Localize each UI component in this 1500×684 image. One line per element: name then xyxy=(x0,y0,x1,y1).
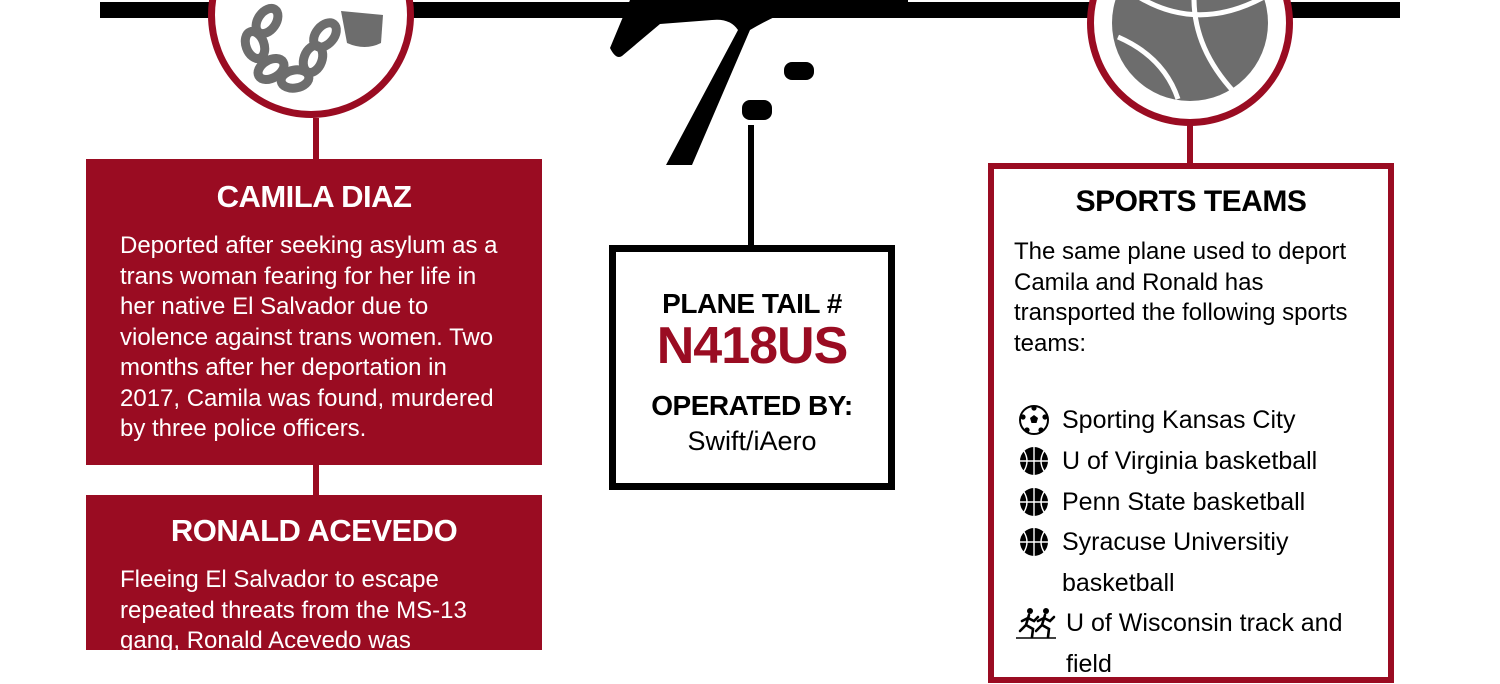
plane-info-box: PLANE TAIL # N418US OPERATED BY: Swift/i… xyxy=(609,245,895,490)
team-label: Syracuse Universitiy basketball xyxy=(1062,528,1289,597)
basketball-icon xyxy=(1020,447,1048,475)
basketball-icon xyxy=(1020,528,1048,556)
camila-card: CAMILA DIAZ Deported after seeking asylu… xyxy=(86,159,542,465)
sports-intro: The same plane used to deport Camila and… xyxy=(1014,238,1348,357)
connector-line xyxy=(748,125,754,247)
connector-line xyxy=(313,465,319,495)
connector-line xyxy=(1187,124,1193,164)
card-title: CAMILA DIAZ xyxy=(216,179,412,214)
list-item: Syracuse Universitiy basketball xyxy=(1016,522,1352,603)
sports-title: SPORTS TEAMS xyxy=(1075,185,1307,218)
basketball-icon xyxy=(1020,488,1048,516)
airplane-icon xyxy=(610,0,908,165)
basketball-icon xyxy=(1112,0,1268,101)
sports-teams-box: SPORTS TEAMS The same plane used to depo… xyxy=(988,163,1394,683)
soccer-ball-icon xyxy=(1019,405,1049,435)
team-label: Sporting Kansas City xyxy=(1062,406,1296,434)
operator-name: Swift/iAero xyxy=(687,426,817,456)
list-item: Sporting Kansas City xyxy=(1016,400,1352,441)
team-label: Penn State basketball xyxy=(1062,488,1306,516)
list-item: Penn State basketball xyxy=(1016,482,1352,523)
ronald-card: RONALD ACEVEDO Fleeing El Salvador to es… xyxy=(86,495,542,650)
list-item: U of Virginia basketball xyxy=(1016,441,1352,482)
team-label: U of Wisconsin track and field xyxy=(1066,609,1343,678)
team-label: U of Virginia basketball xyxy=(1062,447,1318,475)
card-title: RONALD ACEVEDO xyxy=(170,513,458,548)
operated-label: OPERATED BY: xyxy=(651,390,853,421)
basketball-circle xyxy=(1087,0,1293,126)
card-body: Fleeing El Salvador to escape repeated t… xyxy=(120,566,467,650)
shackles-icon xyxy=(240,3,383,93)
card-body: Deported after seeking asylum as a trans… xyxy=(120,232,498,442)
tail-label: PLANE TAIL # xyxy=(662,288,842,319)
tail-number: N418US xyxy=(656,317,849,375)
list-item: U of Wisconsin track and field xyxy=(1016,603,1356,684)
shackles-circle xyxy=(208,0,414,118)
runners-icon xyxy=(1016,608,1056,639)
connector-line xyxy=(313,118,319,160)
